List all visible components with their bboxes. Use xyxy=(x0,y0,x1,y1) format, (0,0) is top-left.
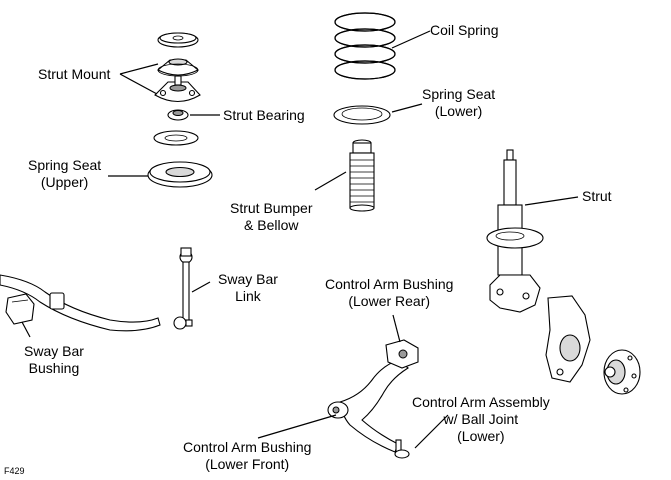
leader-lines xyxy=(21,30,579,449)
leader-sway-bar-bushing xyxy=(21,321,31,338)
spring-seat-lower-part xyxy=(333,105,391,125)
leader-strut-mount xyxy=(119,63,159,95)
label-sway-bar-link: Sway Bar Link xyxy=(218,271,278,304)
strut-mount-top-plate xyxy=(157,32,199,48)
leader-coil-spring xyxy=(391,30,431,49)
leader-control-arm-assembly xyxy=(414,414,449,449)
strut-bearing-part xyxy=(167,109,189,121)
label-spring-seat-upper: Spring Seat (Upper) xyxy=(28,157,102,190)
label-strut: Strut xyxy=(582,188,612,204)
spring-seat-upper-part xyxy=(153,130,199,146)
label-strut-bearing: Strut Bearing xyxy=(223,107,305,123)
knuckle-part xyxy=(545,295,591,383)
leader-control-arm-bushing-rear xyxy=(392,314,401,343)
label-coil-spring: Coil Spring xyxy=(430,22,499,38)
figure-code: F429 xyxy=(4,466,25,476)
leader-strut-bumper xyxy=(314,171,347,191)
leader-sway-bar-link xyxy=(191,281,211,293)
label-sway-bar-bushing: Sway Bar Bushing xyxy=(24,343,84,376)
strut-part xyxy=(486,149,544,313)
label-strut-bumper: Strut Bumper & Bellow xyxy=(230,200,313,233)
sway-bar-part xyxy=(0,274,161,332)
strut-bumper-part xyxy=(349,139,375,212)
leader-strut xyxy=(524,196,579,206)
leader-spring-seat-lower xyxy=(391,103,423,113)
hub-part xyxy=(603,349,641,395)
label-control-arm-bushing-rear: Control Arm Bushing (Lower Rear) xyxy=(325,276,454,309)
label-strut-mount: Strut Mount xyxy=(38,66,111,82)
spring-seat-upper-ring xyxy=(147,161,213,188)
strut-mount-middle xyxy=(157,58,199,77)
coil-spring-part xyxy=(334,12,396,80)
control-arm-part xyxy=(327,339,419,459)
label-spring-seat-lower: Spring Seat (Lower) xyxy=(422,86,496,119)
sway-bar-link-part xyxy=(173,247,193,330)
label-control-arm-assembly: Control Arm Assembly w/ Ball Joint (Lowe… xyxy=(412,394,550,444)
strut-mount-lower xyxy=(154,75,201,103)
label-control-arm-bushing-front: Control Arm Bushing (Lower Front) xyxy=(183,439,312,472)
sway-bar-bushing-part xyxy=(5,293,35,325)
leader-control-arm-bushing-front xyxy=(257,414,337,439)
